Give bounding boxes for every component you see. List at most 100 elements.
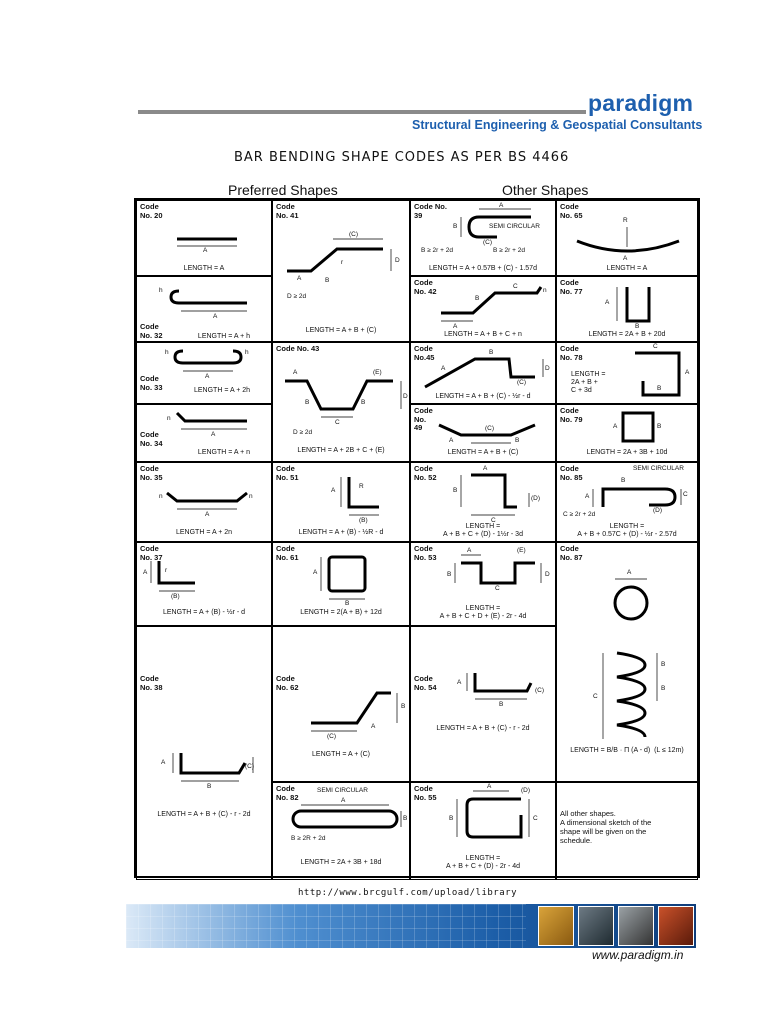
- length-formula: LENGTH = A + n: [197, 449, 251, 456]
- shape-code: Code No.45: [414, 344, 435, 362]
- length-formula: LENGTH = A + (B) - ½R - d: [298, 529, 384, 536]
- shape-code: Code No. 51: [276, 464, 299, 482]
- shape-code: Code No. 20: [140, 202, 163, 220]
- shape-code: Code No. 41: [276, 202, 299, 220]
- other-shapes-note: All other shapes. A dimensional sketch o…: [560, 809, 652, 845]
- length-formula: LENGTH = 2A + 3B + 18d: [300, 859, 382, 866]
- shape-cell-other: All other shapes. A dimensional sketch o…: [556, 782, 698, 880]
- shape-79-sketch: [621, 411, 655, 443]
- shape-cell-77: Code No. 77 A B LENGTH = 2A + B + 20d: [556, 276, 698, 342]
- shape-78-sketch: [635, 351, 681, 397]
- shape-cell-87: Code No. 87 A B B C LENGTH = B/B · Π (A …: [556, 542, 698, 782]
- length-formula: LENGTH = A + 2h: [193, 387, 251, 394]
- length-formula: LENGTH = A + B + C + (D) - 2r - 4d: [445, 855, 521, 870]
- shape-55-sketch: [456, 790, 530, 839]
- shape-code: Code No. 65: [560, 202, 583, 220]
- length-formula: LENGTH = A + B + 0.57C + (D) - ½r - 2.57…: [577, 523, 677, 538]
- shape-code: Code No. 62: [276, 674, 299, 692]
- shape-cell-38: Code No. 38 A (C) B LENGTH = A + B + (C)…: [136, 626, 272, 880]
- shape-code: Code No. 34: [140, 430, 163, 448]
- length-formula: LENGTH = 2A + B + 20d: [588, 331, 666, 338]
- length-formula: LENGTH = A + (C): [312, 751, 370, 758]
- shape-cell-54: Code No. 54 A (C) B LENGTH = A + B + (C)…: [410, 626, 556, 782]
- website-link[interactable]: www.paradigm.in: [592, 948, 684, 962]
- banner-photo: [578, 906, 614, 946]
- shape-code: Code No. 53: [414, 544, 437, 562]
- length-formula: LENGTH = 2(A + B) + 12d: [300, 609, 382, 616]
- shape-code: Code No. 61: [276, 544, 299, 562]
- shape-cell-62: Code No. 62 B (C) A LENGTH = A + (C): [272, 626, 410, 782]
- shape-code: Code No. 33: [140, 374, 163, 392]
- shape-43-sketch: [285, 379, 402, 418]
- shape-cell-32: h A Code No. 32 LENGTH = A + h: [136, 276, 272, 342]
- shape-code: Code No. 43: [276, 344, 320, 353]
- brand-subtitle: Structural Engineering & Geospatial Cons…: [412, 118, 703, 132]
- shape-cell-37: Code No. 37 A r (B) LENGTH = A + (B) - ½…: [136, 542, 272, 626]
- banner-pattern: [126, 904, 526, 948]
- shape-code: Code No. 85: [560, 464, 583, 482]
- shape-code: Code No. 49: [414, 406, 433, 432]
- shape-cell-35: Code No. 35 n n A LENGTH = A + 2n: [136, 462, 272, 542]
- length-formula: LENGTH = A: [606, 265, 648, 272]
- shape-code-table: Code No. 20 A LENGTH = A h A Code No. 32…: [134, 198, 700, 880]
- shape-cell-39: Code No. 39 A SEMI CIRCULAR B (C) B ≥ 2r…: [410, 200, 556, 276]
- shape-code: Code No. 54: [414, 674, 437, 692]
- shape-code: Code No. 32: [140, 322, 163, 340]
- shape-53-sketch: [454, 554, 542, 585]
- length-formula: LENGTH = A + h: [197, 333, 251, 340]
- shape-cell-53: Code No. 53 A (E) B C D LENGTH = A + B +…: [410, 542, 556, 626]
- shape-54-sketch: [466, 673, 533, 700]
- shape-cell-33: h h A Code No. 33 LENGTH = A + 2h: [136, 342, 272, 404]
- length-formula: LENGTH = A + B + (C) - ½r - d: [435, 393, 531, 400]
- shape-code: Code No. 55: [414, 784, 437, 802]
- shape-code: Code No. 82: [276, 784, 299, 802]
- shape-cell-78: Code No. 78 C A B LENGTH = 2A + B + C + …: [556, 342, 698, 404]
- length-formula: LENGTH = 2A + 3B + 10d: [586, 449, 668, 456]
- shape-42-sketch: [441, 286, 543, 322]
- shape-code: Code No. 42: [414, 278, 437, 296]
- shape-code: Code No. 39: [414, 202, 447, 220]
- shape-cell-43: Code No. 43 A (E) B B C D D ≥ 2d LENGTH …: [272, 342, 410, 462]
- shape-20-sketch: [177, 237, 237, 247]
- shape-cell-85: Code No. 85 SEMI CIRCULAR B A C (D) C ≥ …: [556, 462, 698, 542]
- shape-cell-20: Code No. 20 A LENGTH = A: [136, 200, 272, 276]
- length-formula: LENGTH = A + B + (C): [447, 449, 519, 456]
- length-formula: LENGTH = A + B + C + D + (E) - 2r - 4d: [439, 605, 527, 620]
- shape-45-sketch: [424, 357, 544, 389]
- shape-code: Code No. 37: [140, 544, 163, 562]
- length-formula: LENGTH = A + B + (C) - r - 2d: [436, 725, 530, 732]
- length-formula: LENGTH = 2A + B + C + 3d: [571, 371, 606, 394]
- shape-cell-34: n A Code No. 34 LENGTH = A + n: [136, 404, 272, 462]
- header-rule: [138, 110, 586, 114]
- other-shapes-heading: Other Shapes: [502, 182, 589, 198]
- page-title: BAR BENDING SHAPE CODES AS PER BS 4466: [234, 150, 570, 165]
- length-formula: LENGTH = A + 2B + C + (E): [297, 447, 385, 454]
- shape-33-sketch: [173, 349, 243, 372]
- shape-cell-42: Code No. 42 n A B C LENGTH = A + B + C +…: [410, 276, 556, 342]
- shape-code: Code No. 78: [560, 344, 583, 362]
- shape-39-sketch: [460, 208, 531, 239]
- footer-banner: [126, 904, 696, 948]
- shape-cell-52: Code No. 52 A B C (D) LENGTH = A + B + C…: [410, 462, 556, 542]
- banner-photo: [658, 906, 694, 946]
- shape-62-sketch: [311, 691, 398, 732]
- length-formula: LENGTH = A + B + (C) - r - 2d: [157, 811, 251, 818]
- shape-37-sketch: [150, 561, 195, 592]
- shape-65-sketch: [576, 227, 680, 253]
- shape-cell-55: Code No. 55 A (D) B C LENGTH = A + B + C…: [410, 782, 556, 880]
- brand-logo: paradigm: [588, 90, 694, 116]
- shape-87-sketch: [602, 578, 658, 739]
- length-formula: LENGTH = A + B + (C): [305, 327, 377, 334]
- length-formula: LENGTH = A + (B) - ½r - d: [162, 609, 246, 616]
- length-formula: LENGTH = A + 2n: [175, 529, 233, 536]
- shape-77-sketch: [616, 287, 651, 323]
- shape-34-sketch: [175, 411, 247, 430]
- shape-code: Code No. 52: [414, 464, 437, 482]
- length-formula: LENGTH = A + 0.57B + (C) - 1.57d: [429, 265, 537, 272]
- shape-49-sketch: [438, 423, 536, 444]
- shape-cell-45: Code No.45 A B (C) D LENGTH = A + B + (C…: [410, 342, 556, 404]
- shape-cell-41: Code No. 41 (C) D A B r D ≥ 2d LENGTH = …: [272, 200, 410, 342]
- length-formula: LENGTH = A + B + C + n: [444, 331, 522, 338]
- shape-cell-65: Code No. 65 R A LENGTH = A: [556, 200, 698, 276]
- shape-52-sketch: [460, 473, 530, 516]
